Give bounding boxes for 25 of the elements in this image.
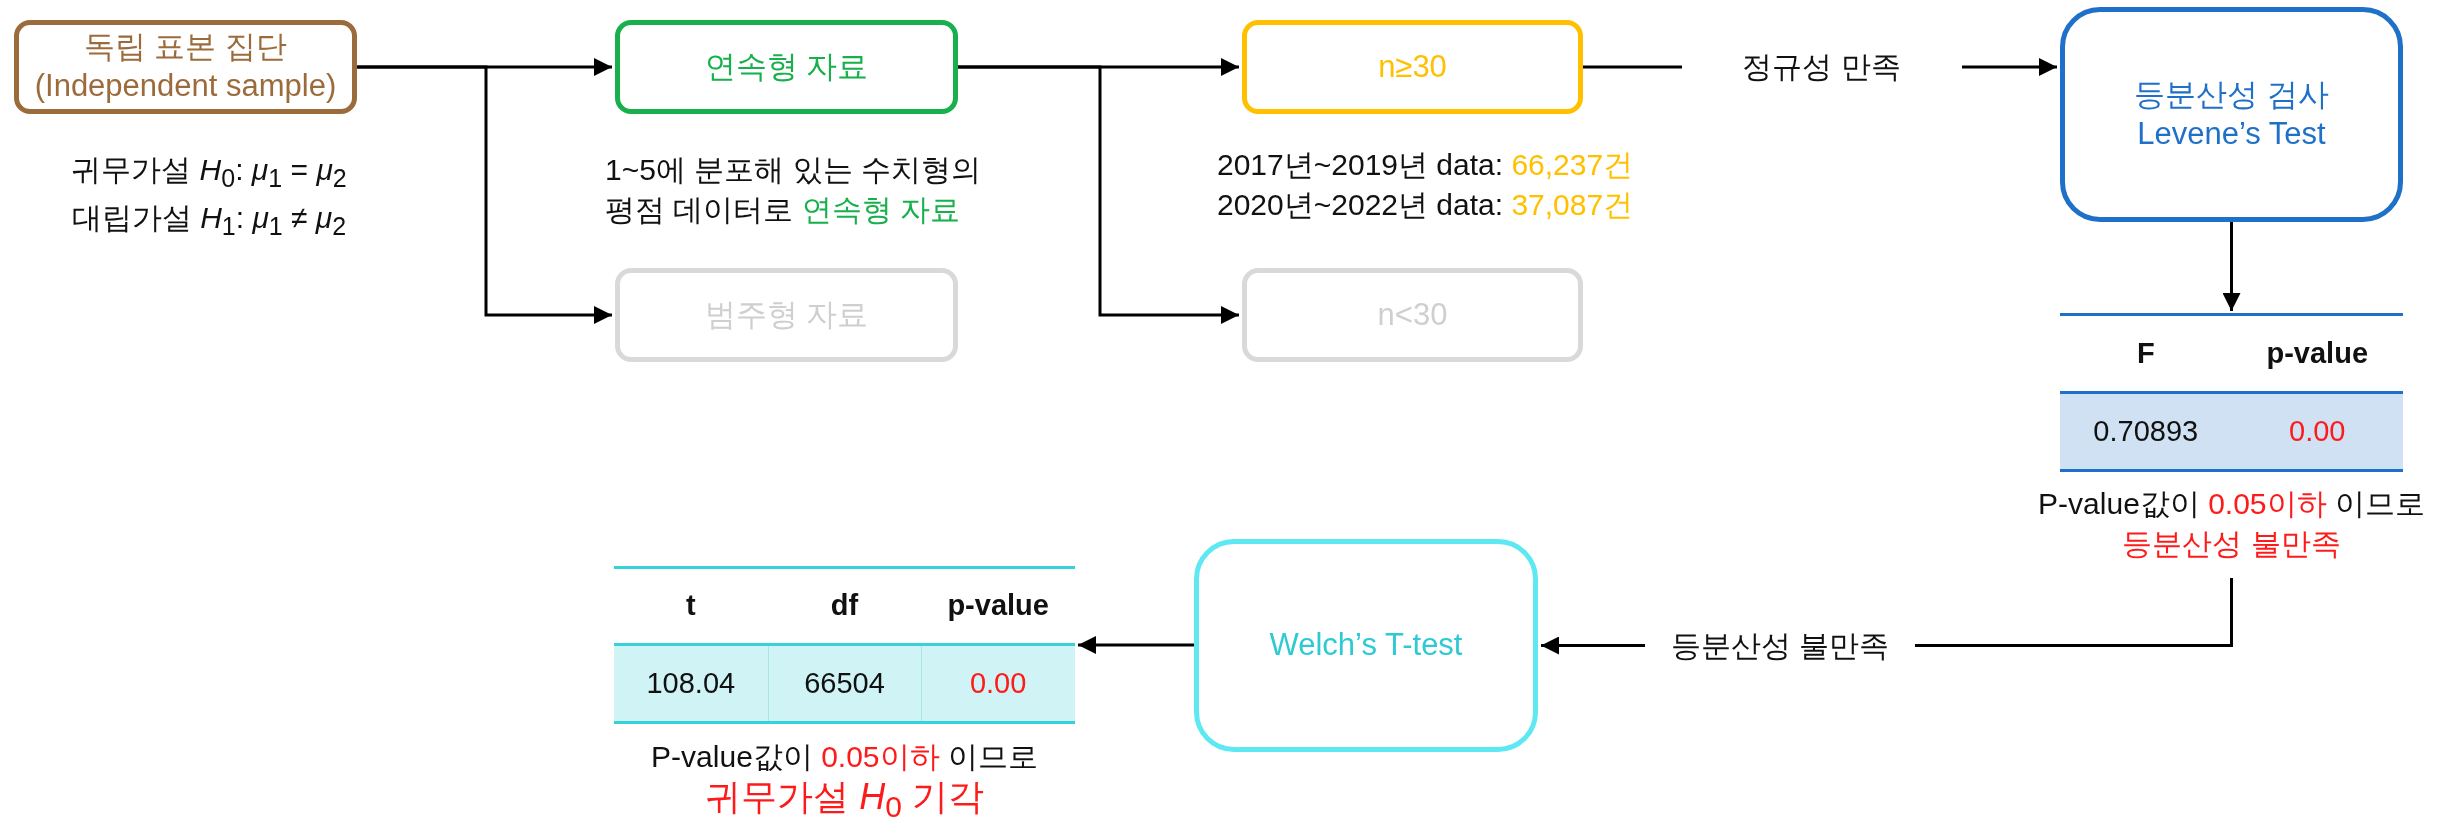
note-text: 2017년~2019년 data: 66,237건 [1217, 147, 1635, 183]
process-box: 등분산성 검사 Levene’s Test [2060, 7, 2403, 222]
table-cell-text: 108.04 [645, 665, 737, 701]
note-text: 2020년~2022년 data: 37,087건 [1217, 187, 1635, 223]
note-text: 1~5에 분포해 있는 수치형의 평점 데이터로 연속형 자료 [605, 152, 982, 228]
arrow [958, 65, 1239, 324]
table-header-cell-text: p-value [946, 588, 1050, 624]
arrow [357, 65, 612, 324]
note-text: P-value값이 0.05이하 이므로 [2037, 486, 2426, 522]
note-text: 귀무가설 H$_{0}$ 기각 [704, 777, 985, 826]
table-cell-text: 0.00 [2288, 413, 2347, 449]
note-text: 대립가설 H$_{1}$: μ$_{1}$ ≠ μ$_{2}$ [70, 200, 348, 242]
table-cell-text: 0.70893 [2092, 413, 2200, 449]
note-text: 귀무가설 H$_{0}$: μ$_{1}$ = μ$_{2}$ [70, 152, 348, 194]
arrow [1078, 636, 1194, 654]
process-box: Welch’s T-test [1194, 539, 1538, 752]
note-text: P-value값이 0.05이하 이므로 [650, 739, 1039, 775]
table-cell-text: 0.00 [968, 665, 1028, 701]
arrow [2222, 222, 2241, 311]
table-header-cell-text: p-value [2265, 335, 2369, 371]
note-text: 등분산성 불만족 [2121, 526, 2342, 562]
table-cell-text: 66504 [803, 665, 886, 701]
table-header-cell-text: F [2135, 335, 2156, 371]
table-header-cell-text: df [829, 588, 860, 624]
table-header-cell-text: t [685, 588, 697, 624]
